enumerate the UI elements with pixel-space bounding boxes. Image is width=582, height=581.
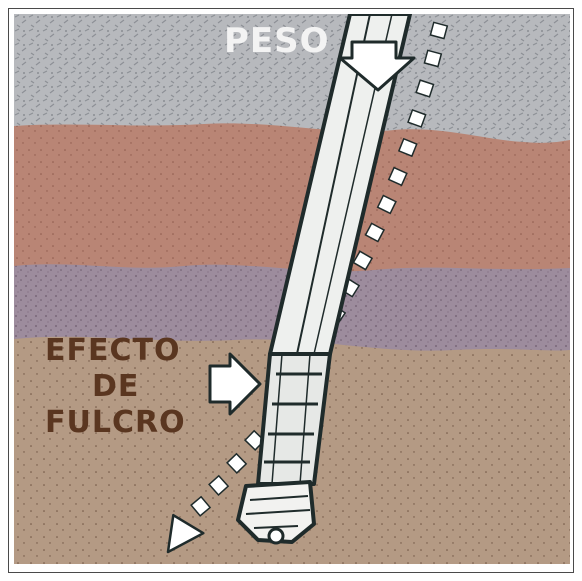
- weight-label: PESO: [224, 24, 330, 58]
- fulcrum-label-line3: FULCRO: [45, 408, 186, 438]
- drilling-diagram: PESO EFECTO DE FULCRO: [14, 14, 570, 564]
- strata-illustration: [14, 14, 570, 564]
- fulcrum-label-line1: EFECTO: [45, 336, 180, 366]
- fulcrum-label-line2: DE: [92, 372, 139, 402]
